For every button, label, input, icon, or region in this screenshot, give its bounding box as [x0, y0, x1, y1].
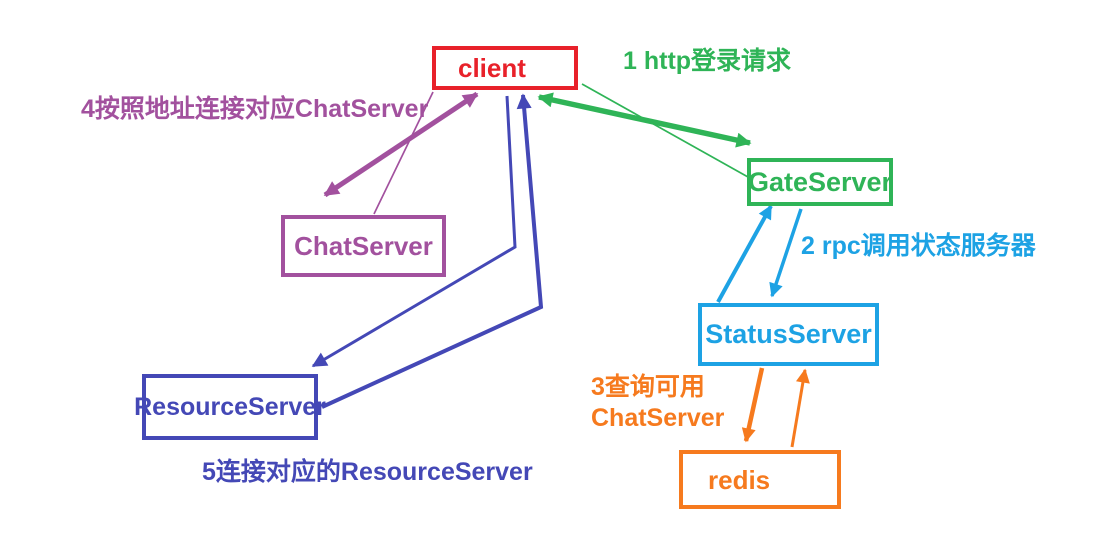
- node-resourceserver-label: ResourceServer: [134, 392, 326, 421]
- node-chatserver-label: ChatServer: [294, 231, 433, 261]
- arrow-rpc-statusserver-to-gateserver: [716, 204, 773, 303]
- node-chatserver: ChatServer: [281, 215, 446, 277]
- node-gateserver-label: GateServer: [747, 166, 893, 197]
- step3-label-line2: ChatServer: [591, 404, 725, 432]
- arrow-client-to-resourceserver: [311, 95, 517, 368]
- arrow-statusserver-to-redis: [741, 367, 765, 443]
- arrow-client-chatserver: [323, 91, 479, 198]
- node-client-label: client: [458, 53, 526, 83]
- step5-label: 5连接对应的ResourceServer: [202, 458, 533, 486]
- step3-label: 3查询可用 ChatServer: [591, 372, 724, 434]
- step3-label-line1: 3查询可用: [591, 373, 705, 401]
- line-chatserver-client-return: [373, 91, 434, 215]
- node-gateserver: GateServer: [747, 158, 893, 206]
- node-client: client: [432, 46, 578, 90]
- node-redis-label: redis: [708, 464, 771, 495]
- node-redis: redis: [679, 450, 841, 509]
- arrow-http-login-client-gateserver: [537, 92, 752, 148]
- node-resourceserver: ResourceServer: [134, 374, 326, 440]
- arrow-redis-to-statusserver: [790, 368, 810, 448]
- arrow-rpc-gateserver-to-statusserver: [769, 208, 803, 298]
- step2-label: 2 rpc调用状态服务器: [801, 232, 1036, 260]
- node-statusserver: StatusServer: [698, 303, 879, 366]
- node-statusserver-label: StatusServer: [705, 319, 872, 349]
- line-gateserver-client-return: [581, 83, 749, 178]
- step1-label: 1 http登录请求: [623, 47, 792, 75]
- step4-label: 4按照地址连接对应ChatServer: [81, 95, 429, 123]
- arrow-resourceserver-to-client: [321, 93, 544, 409]
